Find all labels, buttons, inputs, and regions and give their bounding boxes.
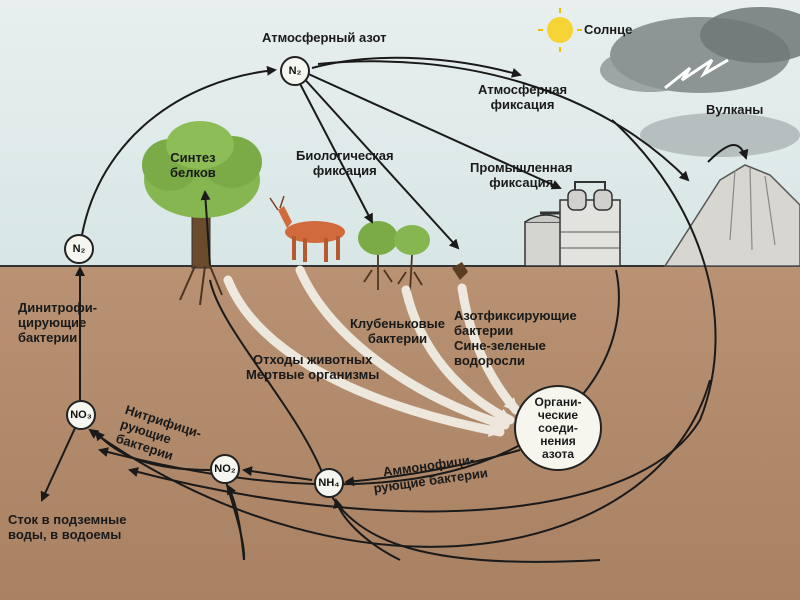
- atmospheric-fixation-label: Атмосферная фиксация: [478, 82, 568, 112]
- n2-denitrification-node: N₂: [64, 234, 94, 264]
- nh4-node: NH₄: [314, 468, 344, 498]
- no3-node: NO₃: [66, 400, 96, 430]
- volcanoes-label: Вулканы: [706, 102, 764, 117]
- plant-icon: [358, 221, 468, 293]
- industrial-fixation-label: Промышленная фиксация: [470, 160, 573, 190]
- storm-cloud: [600, 7, 800, 157]
- lightning-icon: [664, 58, 729, 90]
- protein-synthesis-label: Синтез белков: [170, 150, 216, 180]
- n2-atmosphere-node: N₂: [280, 56, 310, 86]
- no2-node: NO₂: [210, 454, 240, 484]
- nodule-bacteria-label: Клубеньковые бактерии: [350, 316, 445, 346]
- denitrifying-bacteria-label: Динитрофи- цирующие бактерии: [18, 300, 98, 345]
- organic-compounds-node: Органи- ческие соеди- нения азота: [514, 385, 602, 471]
- animal-waste-label: Отходы животных Мертвые организмы: [246, 352, 380, 382]
- sun-label: Солнце: [584, 22, 633, 37]
- factory-icon: [524, 181, 621, 267]
- tree-icon: [142, 121, 262, 306]
- volcano-icon: [663, 164, 800, 267]
- runoff-label: Сток в подземные воды, в водоемы: [8, 512, 127, 542]
- atmospheric-nitrogen-label: Атмосферный азот: [262, 30, 387, 45]
- sun-icon: [538, 8, 582, 52]
- biological-fixation-label: Биологическая фиксация: [296, 148, 394, 178]
- deer-icon: [269, 195, 345, 262]
- nitrogen-fixing-bacteria-label: Азотфиксирующие бактерии Сине-зеленые во…: [454, 308, 577, 368]
- cycle-arrows: [40, 56, 749, 563]
- decomposition-arrows: [223, 265, 521, 437]
